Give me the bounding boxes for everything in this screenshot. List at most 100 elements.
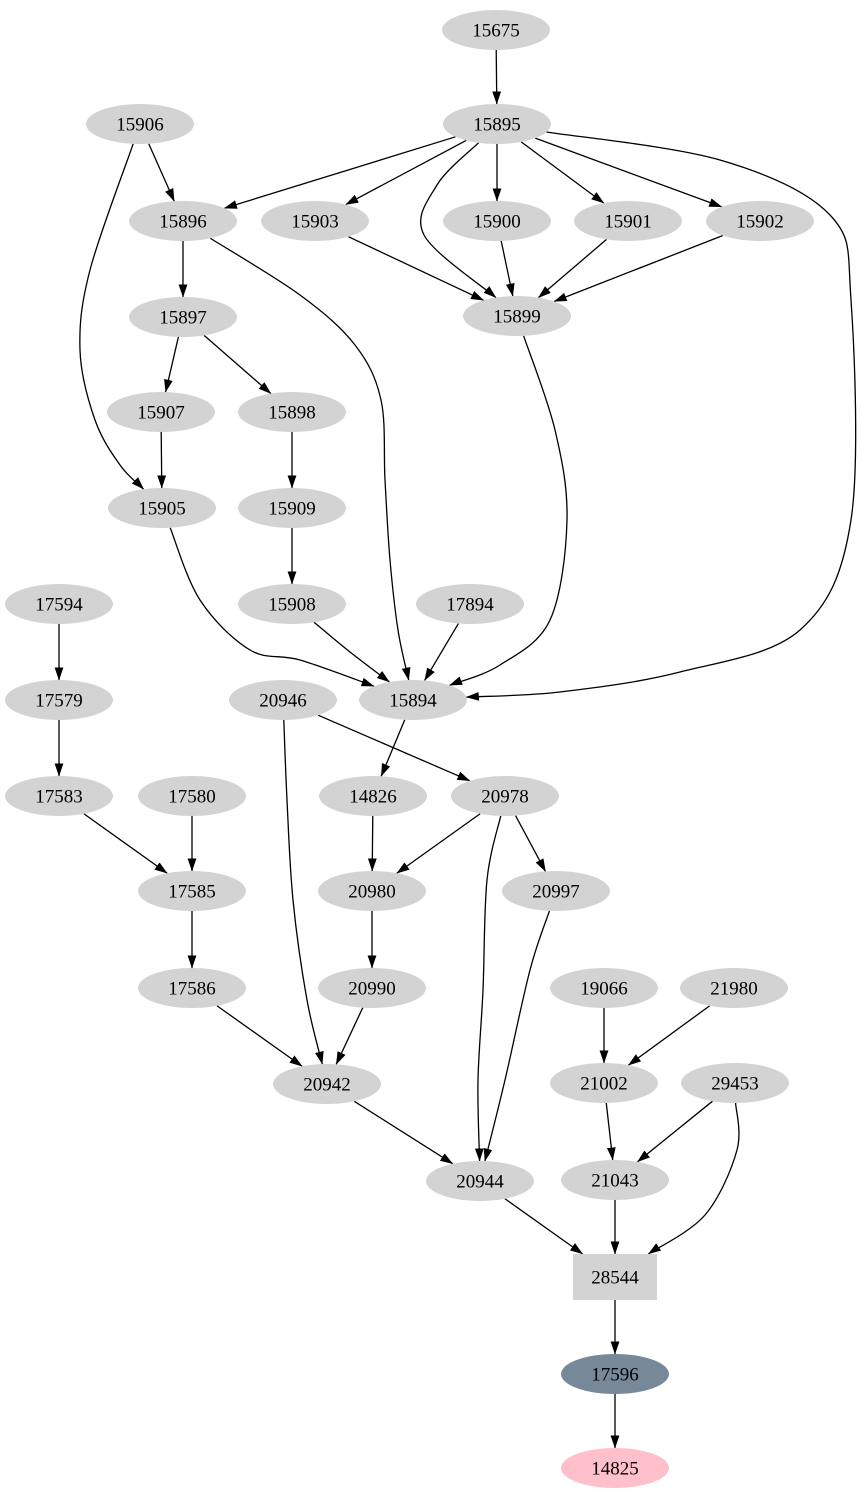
node-15898-label: 15898 — [268, 403, 316, 424]
edge-layer — [54, 49, 857, 1449]
node-14826-shape — [319, 776, 427, 816]
node-15896-label: 15896 — [159, 212, 207, 233]
edge-21980-21002 — [628, 1005, 710, 1066]
node-21002-shape — [550, 1063, 658, 1103]
node-15906: 15906 — [86, 104, 194, 144]
edge-20978-20980 — [396, 813, 481, 874]
node-15902-shape — [706, 201, 814, 241]
node-15909-label: 15909 — [268, 499, 316, 520]
node-21002: 21002 — [550, 1063, 658, 1103]
edge-20978-20997 — [514, 815, 547, 872]
edge-15895-15896 — [223, 136, 456, 209]
node-21043-shape — [561, 1160, 669, 1200]
node-17583-label: 17583 — [35, 787, 83, 808]
edge-15901-15899 — [538, 238, 607, 299]
node-15899-label: 15899 — [493, 307, 541, 328]
edge-15899-15894 — [449, 335, 568, 686]
node-21980-shape — [680, 968, 788, 1008]
node-15895-shape — [443, 104, 551, 144]
node-17583: 17583 — [5, 776, 113, 816]
node-20990-label: 20990 — [348, 979, 396, 1000]
node-15900-label: 15900 — [473, 212, 521, 233]
node-17596: 17596 — [561, 1354, 669, 1394]
node-17594-label: 17594 — [35, 595, 83, 616]
node-20946: 20946 — [229, 680, 337, 720]
node-15906-shape — [86, 104, 194, 144]
node-15894: 15894 — [359, 680, 467, 720]
edge-15896-15894 — [209, 237, 411, 681]
node-17580: 17580 — [138, 776, 246, 816]
edge-20978-20944 — [474, 815, 502, 1162]
node-21043-label: 21043 — [591, 1171, 639, 1192]
node-15900: 15900 — [443, 201, 551, 241]
node-17586-label: 17586 — [168, 979, 216, 1000]
node-20944-label: 20944 — [456, 1172, 504, 1193]
node-15903: 15903 — [261, 201, 369, 241]
node-20990-shape — [318, 968, 426, 1008]
node-21043: 21043 — [561, 1160, 669, 1200]
node-28544-label: 28544 — [591, 1268, 639, 1289]
node-15907-shape — [107, 392, 215, 432]
node-15896-shape — [129, 201, 237, 241]
node-21980: 21980 — [680, 968, 788, 1008]
edge-15897-15898 — [203, 334, 272, 395]
node-17585: 17585 — [138, 871, 246, 911]
node-15905: 15905 — [108, 488, 216, 528]
node-20978-shape — [451, 776, 559, 816]
node-17580-label: 17580 — [168, 787, 216, 808]
node-20942-label: 20942 — [303, 1075, 351, 1096]
node-15908-shape — [238, 584, 346, 624]
node-15897-label: 15897 — [159, 308, 207, 329]
edge-17894-15894 — [424, 623, 459, 681]
node-15901: 15901 — [574, 201, 682, 241]
node-17596-label: 17596 — [591, 1365, 639, 1386]
edge-14826-20980 — [367, 815, 377, 872]
edge-17586-20942 — [216, 1005, 303, 1067]
node-29453-shape — [681, 1063, 789, 1103]
edge-15903-15899 — [348, 236, 485, 301]
edge-15895-15899 — [419, 142, 497, 299]
edge-20990-20942 — [335, 1007, 364, 1065]
node-17894-shape — [416, 584, 524, 624]
node-20997-label: 20997 — [532, 882, 580, 903]
node-21980-label: 21980 — [710, 979, 758, 1000]
node-19066-shape — [550, 968, 658, 1008]
node-14825: 14825 — [561, 1448, 669, 1488]
edge-15895-15903 — [345, 139, 467, 206]
node-15675: 15675 — [442, 10, 550, 50]
edge-15902-15899 — [553, 234, 724, 303]
node-20944-shape — [426, 1161, 534, 1201]
node-15905-label: 15905 — [138, 499, 186, 520]
edge-15905-15894 — [169, 527, 375, 687]
node-17586: 17586 — [138, 968, 246, 1008]
node-20942-shape — [273, 1064, 381, 1104]
node-20980: 20980 — [318, 871, 426, 911]
edge-15906-15905 — [79, 143, 145, 490]
node-17596-shape — [561, 1354, 669, 1394]
node-20978: 20978 — [451, 776, 559, 816]
node-15907: 15907 — [107, 392, 215, 432]
node-15894-shape — [359, 680, 467, 720]
node-15905-shape — [108, 488, 216, 528]
node-20978-label: 20978 — [481, 787, 529, 808]
node-20990: 20990 — [318, 968, 426, 1008]
edge-15894-14826 — [380, 719, 406, 777]
node-15901-label: 15901 — [604, 212, 652, 233]
node-17579-label: 17579 — [35, 691, 83, 712]
node-15899: 15899 — [463, 296, 571, 336]
edge-15895-15901 — [520, 141, 605, 204]
node-15898: 15898 — [238, 392, 346, 432]
node-20946-label: 20946 — [259, 691, 307, 712]
edge-20944-28544 — [504, 1198, 584, 1255]
node-17894: 17894 — [416, 584, 524, 624]
edge-21002-21043 — [605, 1102, 616, 1161]
node-20980-label: 20980 — [348, 882, 396, 903]
node-17586-shape — [138, 968, 246, 1008]
node-15895: 15895 — [443, 104, 551, 144]
node-14826: 14826 — [319, 776, 427, 816]
node-15894-label: 15894 — [389, 691, 437, 712]
edge-15675-15895 — [492, 49, 502, 105]
node-15899-shape — [463, 296, 571, 336]
node-20980-shape — [318, 871, 426, 911]
